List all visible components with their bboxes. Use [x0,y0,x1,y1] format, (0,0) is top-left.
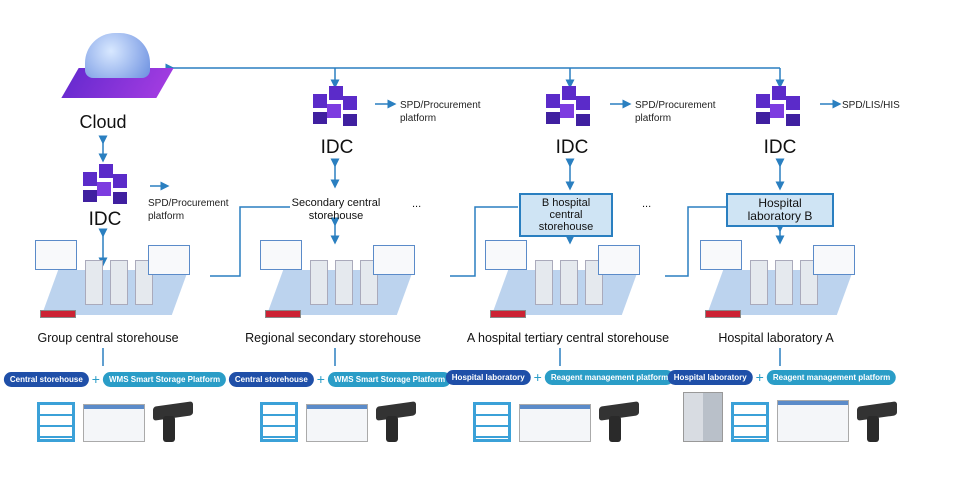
idc-label: IDC [320,137,354,158]
warehouse-illustration [480,240,650,325]
device-row [37,400,193,442]
warehouse-illustration [255,240,425,325]
storehouse-title: A hospital tertiary central storehouse [466,331,670,345]
tier-box: B hospital central storehouse [519,193,613,237]
pill-primary: Central storehouse [3,371,89,387]
idc-label: IDC [555,137,589,158]
dashboard-screen [519,404,591,442]
device-row [683,392,897,442]
pill-primary: Central storehouse [228,371,314,387]
storehouse-title: Regional secondary storehouse [245,331,421,345]
idc-label: IDC [88,209,122,230]
cloud-icon [55,28,174,108]
cloud-label: Cloud [79,112,127,132]
tier-label: Secondary central storehouse [291,197,381,222]
idc-server-icon [305,82,365,137]
shelf-rack-icon [731,402,769,442]
idc-server-icon [75,160,135,215]
side-label: SPD/Procurement platform [148,198,229,222]
rfid-scanner-icon [599,400,639,442]
ellipsis: ... [642,198,652,210]
pill-primary: Hospital laboratory [667,369,753,385]
storehouse-title: Hospital laboratory A [718,331,834,345]
software-screen [83,404,145,442]
component-pills: Hospital laboratory+Reagent management p… [667,369,897,385]
pill-platform: Reagent management platform [544,369,675,385]
side-label: SPD/LIS/HIS [842,100,900,111]
warehouse-illustration [695,240,865,325]
device-row [473,400,639,442]
rfid-scanner-icon [857,400,897,442]
software-screen [306,404,368,442]
ellipsis: ... [412,198,422,210]
component-pills: Hospital laboratory+Reagent management p… [445,369,675,385]
shelf-rack-icon [473,402,511,442]
reagent-cabinet-icon [683,392,723,442]
dashboard-screen [777,400,849,442]
warehouse-illustration [30,240,200,325]
component-pills: Central storehouse+WMS Smart Storage Pla… [3,371,227,387]
shelf-rack-icon [37,402,75,442]
pill-primary: Hospital laboratory [445,369,531,385]
tier-box: Hospital laboratory B [726,193,834,227]
component-pills: Central storehouse+WMS Smart Storage Pla… [228,371,452,387]
pill-platform: WMS Smart Storage Platform [327,371,452,387]
storehouse-title: Group central storehouse [37,331,179,345]
device-row [260,400,416,442]
pill-platform: Reagent management platform [766,369,897,385]
side-label: SPD/Procurement platform [400,100,481,124]
idc-label: IDC [763,137,797,158]
side-label: SPD/Procurement platform [635,100,716,124]
rfid-scanner-icon [376,400,416,442]
idc-server-icon [538,82,598,137]
pill-platform: WMS Smart Storage Platform [102,371,227,387]
idc-server-icon [748,82,808,137]
rfid-scanner-icon [153,400,193,442]
shelf-rack-icon [260,402,298,442]
